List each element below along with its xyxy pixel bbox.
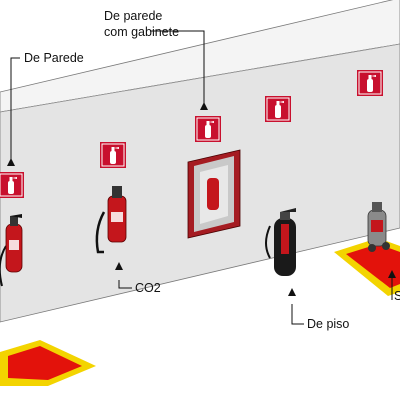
wall-cabinet xyxy=(187,149,241,239)
leader-lines xyxy=(10,30,393,325)
cart-extinguisher xyxy=(367,202,390,252)
cart-label: S xyxy=(394,289,400,303)
extinguisher-sign-icon xyxy=(356,69,384,97)
wall-top xyxy=(0,0,400,113)
extinguisher-sign-icon xyxy=(264,95,292,123)
floor-marking-left xyxy=(0,340,96,386)
wall-label: De Parede xyxy=(24,51,84,65)
extinguisher-sign-icon xyxy=(99,141,127,169)
cabinet-label-line1: De parede xyxy=(104,9,162,23)
extinguisher-sign-icon xyxy=(0,171,25,199)
cabinet-label-line2: com gabinete xyxy=(104,25,179,39)
wall-extinguisher xyxy=(0,214,23,287)
extinguisher-sign-icon xyxy=(194,115,222,143)
floor-label: De piso xyxy=(307,317,349,331)
co2-extinguisher xyxy=(95,186,127,254)
floor-marking-right xyxy=(334,238,400,296)
floor-extinguisher xyxy=(265,208,296,276)
co2-label: CO2 xyxy=(135,281,161,295)
